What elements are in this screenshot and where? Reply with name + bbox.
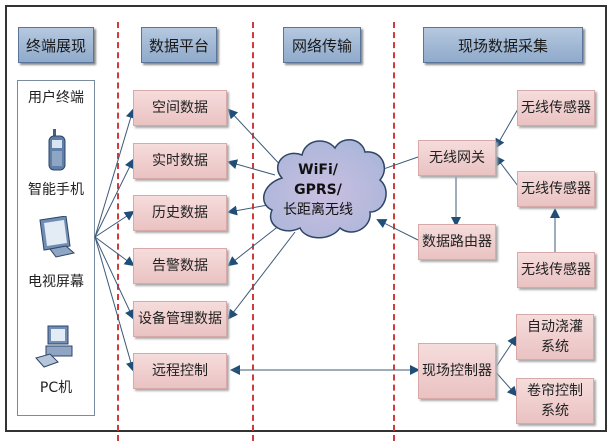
column-divider xyxy=(252,22,254,441)
shutter-system-line1: 卷帘控制 xyxy=(527,383,583,399)
shutter-control-system: 卷帘控制 系统 xyxy=(516,378,594,424)
arrow-sensor2-to-gateway xyxy=(494,155,519,187)
smartphone-icon xyxy=(48,129,66,171)
wireless-gateway: 无线网关 xyxy=(418,140,496,176)
irrigation-system-line1: 自动浇灌 xyxy=(527,319,583,335)
platform-history-data: 历史数据 xyxy=(133,195,227,231)
arrow-controller-to-shutter xyxy=(493,369,518,397)
shutter-system-line2: 系统 xyxy=(541,403,569,419)
arrow-terminal-to-history xyxy=(94,210,135,238)
arrow-terminal-to-realtime xyxy=(94,158,134,238)
monitor-icon xyxy=(39,216,76,258)
platform-device-mgmt-data: 设备管理数据 xyxy=(133,301,227,337)
arrow-cloud-to-realtime xyxy=(227,159,276,176)
arrow-terminal-to-alarm xyxy=(94,236,135,267)
header-terminal-display: 终端展现 xyxy=(18,27,94,63)
device-label-pc: PC机 xyxy=(39,380,73,396)
arrow-terminal-to-remote-control xyxy=(94,236,136,372)
user-terminal-panel: 用户终端 智能手机 电视屏幕 PC机 xyxy=(17,80,95,416)
device-label-smartphone: 智能手机 xyxy=(28,182,84,198)
user-terminal-title: 用户终端 xyxy=(28,90,84,106)
header-network-transmission: 网络传输 xyxy=(283,27,361,63)
header-data-platform: 数据平台 xyxy=(141,27,217,63)
column-divider xyxy=(393,22,395,441)
wireless-sensor-3: 无线传感器 xyxy=(517,252,595,288)
arrow-sensor1-to-gateway xyxy=(494,108,519,149)
column-divider xyxy=(117,22,119,441)
arrow-controller-to-irrigation xyxy=(493,335,518,371)
platform-realtime-data: 实时数据 xyxy=(133,143,227,179)
platform-remote-control: 远程控制 xyxy=(133,353,227,389)
cloud-line-long-range: 长距离无线 xyxy=(283,202,353,218)
pc-icon xyxy=(35,325,73,368)
cloud-line-gprs: GPRS/ xyxy=(294,182,342,198)
arrow-terminal-to-spatial xyxy=(94,108,136,238)
platform-alarm-data: 告警数据 xyxy=(133,248,227,284)
irrigation-system-line2: 系统 xyxy=(541,339,569,355)
arrow-terminal-to-device-mgmt xyxy=(94,236,135,320)
cloud-label: WiFi/ GPRS/ 长距离无线 xyxy=(263,160,373,220)
arrow-cloud-to-history xyxy=(227,204,269,216)
cloud-line-wifi: WiFi/ xyxy=(298,162,338,178)
arrow-cloud-to-spatial xyxy=(227,108,286,171)
arrow-cloud-to-alarm xyxy=(227,224,281,267)
arrow-cloud-to-device-mgmt xyxy=(227,231,296,320)
wireless-sensor-1: 无线传感器 xyxy=(517,90,595,126)
arrow-router-to-cloud xyxy=(376,219,419,241)
irrigation-system: 自动浇灌 系统 xyxy=(516,314,594,360)
platform-spatial-data: 空间数据 xyxy=(133,90,227,126)
device-label-tv-screen: 电视屏幕 xyxy=(28,274,84,290)
data-router: 数据路由器 xyxy=(418,224,496,260)
field-controller: 现场控制器 xyxy=(418,343,496,399)
header-field-data-collection: 现场数据采集 xyxy=(423,27,583,63)
wireless-sensor-2: 无线传感器 xyxy=(517,171,595,207)
network-cloud xyxy=(262,139,387,239)
